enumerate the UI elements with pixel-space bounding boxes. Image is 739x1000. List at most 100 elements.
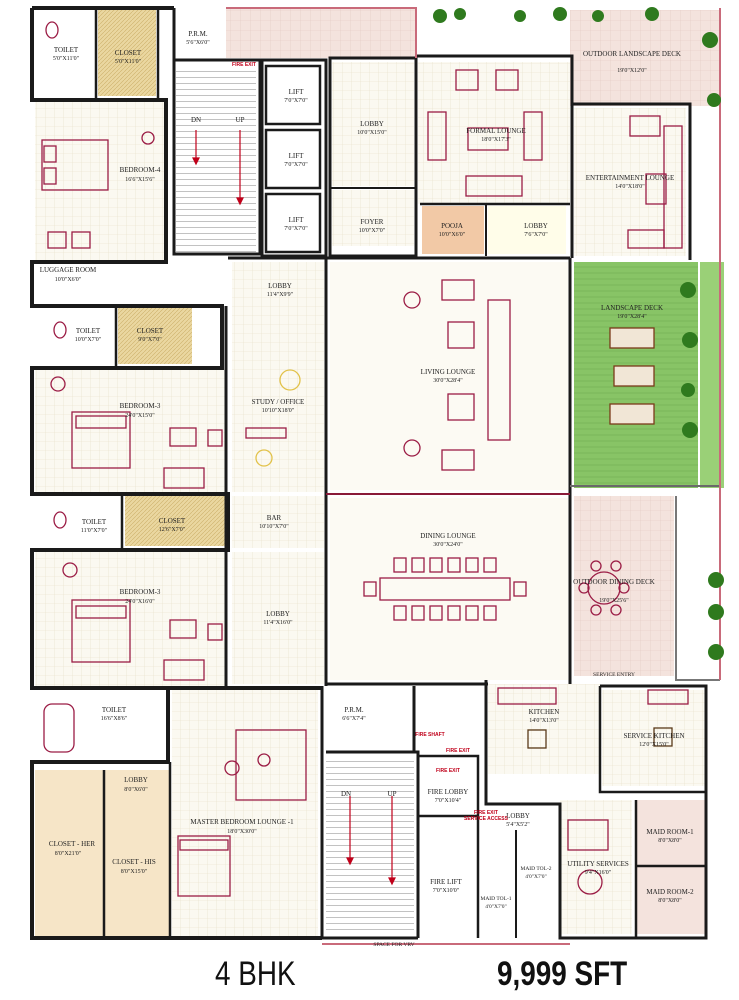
room-dim-lift3: 7'0"X7'0" — [284, 226, 308, 232]
room-name-kitchen: KITCHEN — [529, 708, 560, 716]
room-name-pooja: POOJA — [441, 222, 463, 230]
fire-exit-label-service: FIRE EXIT — [474, 810, 498, 816]
room-name-outdoor-deck: OUTDOOR LANDSCAPE DECK — [583, 50, 681, 58]
room-dim-master: 18'0"X30'0" — [227, 829, 257, 835]
bed-bedroom3b — [71, 599, 131, 663]
room-dim-closet-top: 5'0"X11'0" — [115, 59, 142, 65]
annotations: FIRE EXIT FIRE SHAFT FIRE EXIT FIRE EXIT… — [191, 62, 635, 948]
room-name-lobby-pooja: LOBBY — [524, 222, 548, 230]
room-dim-maid2: 8'0"X8'0" — [658, 898, 682, 904]
bed-master — [177, 835, 231, 897]
room-dim-toilet-top: 5'0"X11'0" — [53, 56, 80, 62]
dining-table — [379, 577, 511, 601]
room-name-living: LIVING LOUNGE — [421, 368, 476, 376]
room-dim-toilet2: 10'0"X7'0" — [75, 337, 102, 343]
room-dim-luggage: 10'0"X6'0" — [55, 277, 82, 283]
room-dim-maid1: 8'0"X8'0" — [658, 838, 682, 844]
room-dim-closet-her: 8'0"X21'0" — [55, 851, 82, 857]
room-name-toilet2: TOILET — [76, 327, 101, 335]
dining-chairs — [363, 557, 527, 621]
room-dim-prm-top: 5'6"X6'0" — [186, 40, 210, 46]
room-name-formal: FORMAL LOUNGE — [466, 127, 525, 135]
room-dim-lobby-service: 5'4"X5'2" — [506, 822, 530, 828]
room-dim-bedroom3b: 24'0"X16'0" — [125, 599, 155, 605]
room-dim-lobby-mid: 11'4"X16'0" — [263, 620, 293, 626]
room-dim-kitchen: 14'0"X13'0" — [529, 718, 559, 724]
room-dim-fire-lift: 7'0"X10'0" — [433, 888, 460, 894]
unit-area-label: 9,999 SFT — [497, 955, 628, 993]
room-name-toilet-top: TOILET — [54, 46, 79, 54]
room-name-lift3: LIFT — [289, 216, 305, 224]
room-name-outdoor-dining: OUTDOOR DINING DECK — [573, 578, 655, 586]
room-name-lobby-west: LOBBY — [268, 282, 292, 290]
room-name-maid1: MAID ROOM-1 — [646, 828, 694, 836]
fire-exit-label-mid: FIRE EXIT — [446, 748, 470, 754]
furniture — [41, 21, 689, 897]
room-dim-foyer: 10'0"X7'0" — [359, 228, 386, 234]
room-dim-entertainment: 14'0"X18'0" — [615, 184, 645, 190]
room-dim-toilet3: 11'0"X7'0" — [81, 528, 108, 534]
room-name-prm-top: P.R.M. — [188, 30, 208, 38]
room-dim-maid-tol1: 4'0"X7'0" — [485, 904, 506, 910]
room-name-master: MASTER BEDROOM LOUNGE -1 — [190, 818, 294, 826]
room-labels: TOILET 5'0"X11'0" CLOSET 5'0"X11'0" P.R.… — [40, 30, 694, 910]
room-name-lobby-service: LOBBY — [506, 812, 530, 820]
room-dim-dining: 30'0"X24'0" — [433, 542, 463, 548]
room-name-toilet4: TOILET — [102, 706, 127, 714]
fire-exit-label-lobby: FIRE EXIT — [436, 768, 460, 774]
room-dim-lift1: 7'0"X7'0" — [284, 98, 308, 104]
room-dim-pooja: 10'0"X6'0" — [439, 232, 466, 238]
fire-exit-label-top: FIRE EXIT — [232, 62, 256, 68]
room-dim-living: 30'0"X28'4" — [433, 378, 463, 384]
room-dim-formal: 18'0"X17'3" — [481, 137, 511, 143]
room-name-study: STUDY / OFFICE — [252, 398, 305, 406]
room-dim-lobby-pooja: 7'6"X7'0" — [524, 232, 548, 238]
room-name-bedroom4: BEDROOM-4 — [120, 166, 161, 174]
floor-plan-drawing: TOILET 5'0"X11'0" CLOSET 5'0"X11'0" P.R.… — [30, 6, 724, 948]
room-name-lobby-small: LOBBY — [124, 776, 148, 784]
room-name-luggage: LUGGAGE ROOM — [40, 266, 97, 274]
room-name-bar: BAR — [267, 514, 282, 522]
room-name-closet-his: CLOSET - HIS — [112, 858, 156, 866]
room-dim-toilet4: 16'6"X8'6" — [101, 716, 128, 722]
room-dim-closet2: 9'0"X7'0" — [138, 337, 162, 343]
plants — [433, 7, 724, 660]
room-name-maid2: MAID ROOM-2 — [646, 888, 694, 896]
room-dim-outdoor-deck: 19'0"X12'0" — [617, 68, 647, 74]
vrv-space-label: SPACE FOR VRV — [373, 942, 414, 948]
room-dim-closet3: 12'6"X7'0" — [159, 527, 186, 533]
room-dim-utility: 9'4"X16'0" — [585, 870, 612, 876]
room-dim-prm2: 6'6"X7'4" — [342, 716, 366, 722]
room-name-closet-top: CLOSET — [115, 49, 142, 57]
room-floors — [32, 8, 724, 936]
room-name-lift1: LIFT — [289, 88, 305, 96]
site-boundary — [226, 7, 721, 945]
room-dim-service-kitchen: 12'0"X15'0" — [639, 742, 669, 748]
room-dim-bedroom3a: 24'0"X15'0" — [125, 413, 155, 419]
room-name-toilet3: TOILET — [82, 518, 107, 526]
room-dim-study: 10'10"X18'0" — [262, 408, 295, 414]
room-dim-landscape: 19'0"X28'4" — [617, 314, 647, 320]
room-name-lobby-mid: LOBBY — [266, 610, 290, 618]
room-name-maid-tol1: MAID TOL-1 — [480, 896, 511, 902]
room-name-foyer: FOYER — [361, 218, 384, 226]
room-dim-lobby-small: 8'0"X6'0" — [124, 787, 148, 793]
stair-arrows — [192, 130, 396, 886]
bed-bedroom4 — [41, 139, 109, 191]
room-dim-outdoor-dining: 19'0"X25'6" — [599, 598, 629, 604]
room-dim-bedroom4: 16'6"X15'6" — [125, 177, 155, 183]
service-access-label: SERVICE ACCESS — [464, 816, 509, 822]
room-dim-bar: 10'10"X7'0" — [259, 524, 289, 530]
room-dim-lift2: 7'0"X7'0" — [284, 162, 308, 168]
room-name-fire-lobby: FIRE LOBBY — [428, 788, 469, 796]
room-name-utility: UTILITY SERVICES — [567, 860, 629, 868]
stair-up-bottom: UP — [388, 790, 397, 798]
room-name-fire-lift: FIRE LIFT — [430, 878, 462, 886]
stair-up-top: UP — [236, 116, 245, 124]
unit-type-label: 4 BHK — [215, 955, 296, 993]
room-dim-closet-his: 8'0"X15'0" — [121, 869, 148, 875]
bed-bedroom3a — [71, 411, 131, 469]
room-name-maid-tol2: MAID TOL-2 — [520, 866, 551, 872]
fire-shaft-label: FIRE SHAFT — [415, 732, 444, 738]
